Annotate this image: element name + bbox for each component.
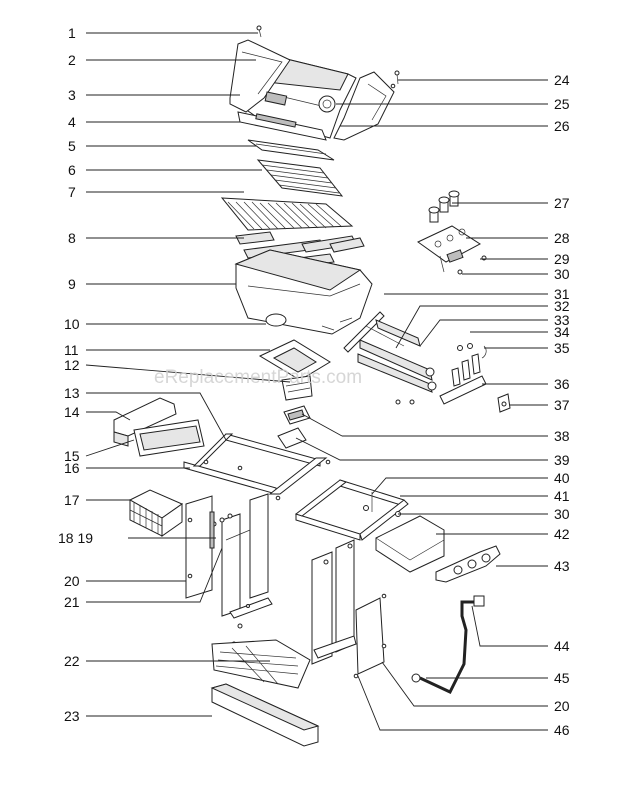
callout-42: 42 — [554, 526, 570, 542]
part-24-screw — [390, 70, 400, 89]
leader-lines — [85, 32, 548, 731]
callout-41: 41 — [554, 488, 570, 504]
callout-14: 14 — [64, 404, 80, 420]
part-left-legs — [185, 493, 273, 647]
callout-28: 28 — [554, 230, 570, 246]
part-right-legs — [311, 539, 357, 665]
callout-30-top: 30 — [554, 266, 570, 282]
callout-9: 9 — [68, 276, 76, 292]
callout-40: 40 — [554, 470, 570, 486]
callout-20-left: 20 — [64, 573, 80, 589]
callout-38: 38 — [554, 428, 570, 444]
callout-46: 46 — [554, 722, 570, 738]
callout-25: 25 — [554, 96, 570, 112]
part-1-screw — [256, 25, 262, 38]
part-9-cookbox — [234, 249, 373, 335]
callout-10: 10 — [64, 316, 80, 332]
callout-18-19: 18 19 — [58, 530, 93, 546]
callout-15: 15 — [64, 448, 80, 464]
callout-39: 39 — [554, 452, 570, 468]
callout-34: 34 — [554, 324, 570, 340]
part-20-right-panel — [353, 593, 387, 679]
callout-43: 43 — [554, 558, 570, 574]
part-28-manifold-plate — [417, 225, 487, 275]
callout-11: 11 — [64, 342, 79, 358]
callout-26: 26 — [554, 118, 570, 134]
part-23-tank-cover — [210, 683, 320, 747]
callout-17: 17 — [64, 492, 80, 508]
part-44-45-gas-hose — [411, 595, 485, 694]
callout-6: 6 — [68, 162, 76, 178]
part-43-control-panel — [435, 545, 501, 583]
part-31-32-33-burners — [343, 311, 437, 393]
callout-29: 29 — [554, 251, 570, 267]
callout-27: 27 — [554, 195, 570, 211]
callout-20-right: 20 — [554, 698, 570, 714]
part-5-warming-rack — [247, 139, 335, 161]
part-17-basket — [128, 489, 184, 537]
callout-33: 33 — [554, 312, 570, 328]
part-right-frame — [294, 479, 409, 541]
part-11-catch-pan-holder — [258, 339, 331, 381]
callout-5: 5 — [68, 138, 76, 154]
callouts-right: 24 25 26 27 28 29 30 31 32 33 34 35 36 3… — [554, 72, 570, 738]
callouts-left: 1 2 3 4 5 6 7 8 9 10 11 12 13 14 15 16 1… — [58, 25, 93, 724]
part-7-cooking-grates — [220, 197, 354, 231]
callout-1: 1 — [68, 25, 76, 41]
part-37-bracket — [497, 393, 511, 413]
part-13-16-frame — [183, 433, 331, 501]
callout-22: 22 — [64, 653, 80, 669]
callout-4: 4 — [68, 114, 76, 130]
callout-23: 23 — [64, 708, 80, 724]
callout-44: 44 — [554, 638, 570, 654]
callout-36: 36 — [554, 376, 570, 392]
part-14-side-table — [113, 397, 177, 447]
parts-drawing — [113, 25, 511, 747]
callout-8: 8 — [68, 230, 76, 246]
callout-37: 37 — [554, 397, 570, 413]
part-34-35-36-manifold — [395, 343, 487, 405]
part-42-panel — [375, 515, 445, 573]
callout-3: 3 — [68, 87, 76, 103]
callout-13: 13 — [64, 385, 80, 401]
callout-32: 32 — [554, 298, 570, 314]
part-lid-assembly — [229, 39, 395, 141]
part-6-grate — [256, 159, 344, 197]
part-38-catch-pan — [283, 405, 311, 425]
callout-16: 16 — [64, 460, 80, 476]
callout-31: 31 — [554, 286, 570, 302]
watermark-text: eReplacementParts.com — [154, 367, 362, 388]
callout-2: 2 — [68, 52, 76, 68]
callout-30-bottom: 30 — [554, 506, 570, 522]
part-39-drip-pan — [277, 427, 307, 449]
part-27-knobs — [428, 190, 460, 223]
callout-7: 7 — [68, 184, 76, 200]
part-22-bottom-shelf — [211, 639, 311, 689]
callout-21: 21 — [64, 594, 80, 610]
callout-24: 24 — [554, 72, 570, 88]
callout-35: 35 — [554, 340, 570, 356]
callout-12: 12 — [64, 357, 80, 373]
part-15-side-table-frame — [133, 419, 205, 457]
callout-45: 45 — [554, 670, 570, 686]
